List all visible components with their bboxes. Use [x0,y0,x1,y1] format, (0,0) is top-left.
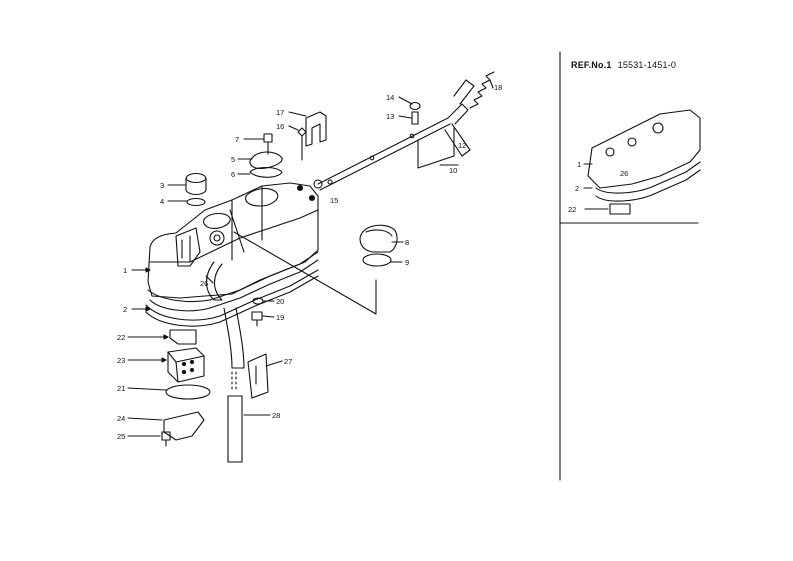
callout-9: 9 [405,258,409,267]
callout-14: 14 [386,93,394,102]
callout-23: 23 [117,356,125,365]
callout-13: 13 [386,112,394,121]
callout-2: 2 [123,305,127,314]
callout-16: 16 [276,122,284,131]
main-callout-labels: 1 2 3 4 5 6 7 8 9 10 12 13 14 15 16 17 1… [117,83,502,441]
callout-leaders [127,79,609,437]
callout-25: 25 [117,432,125,441]
breather-hose [223,307,245,463]
callout-10: 10 [449,166,457,175]
cover-gasket [145,269,319,327]
leader-oil-cap [233,231,377,315]
callout-20: 20 [276,297,284,306]
bolt-13 [411,111,419,125]
mount-22 [169,329,197,345]
leader-cover-hole [229,209,245,253]
callout-8: 8 [405,238,409,247]
lever-bracket [444,123,471,157]
callout-18: 18 [494,83,502,92]
nut-14 [409,101,421,111]
return-spring [469,71,495,109]
callout-26: 26 [200,279,208,288]
inset-cover-drawing [587,109,701,215]
element-23 [167,347,205,383]
callout-21: 21 [117,384,125,393]
bracket-17 [305,111,327,147]
callout-12: 12 [458,141,466,150]
ring-15 [313,179,323,189]
callout-5: 5 [231,155,235,164]
inset-callout-1: 1 [577,160,581,169]
oil-cap [359,224,398,253]
gasket-21 [165,384,211,400]
inset-callout-2: 2 [575,184,579,193]
decompression-shaft [317,79,475,191]
callout-7: 7 [235,135,239,144]
inset-callout-26: 26 [620,169,628,178]
cap-5 [249,151,283,169]
bolt-19 [251,311,263,327]
callout-3: 3 [160,181,164,190]
rocker-cover [147,182,319,312]
reference-label: REF.No.1 15531-1451-0 [571,60,676,70]
packing-6 [249,166,283,178]
callout-6: 6 [231,170,235,179]
oil-cap-oring [362,253,392,267]
reference-prefix: REF.No.1 [571,60,612,70]
callout-24: 24 [117,414,125,423]
bolt-16 [297,127,307,161]
bolt-25 [161,431,171,447]
callout-22: 22 [117,333,125,342]
callout-15: 15 [330,196,338,205]
bolt-7 [263,133,273,155]
callout-4: 4 [160,197,164,206]
callout-28: 28 [272,411,280,420]
cap-3 [185,172,207,196]
inset-callout-22: 22 [568,205,576,214]
reference-number: 15531-1451-0 [617,60,677,70]
callout-1: 1 [123,266,127,275]
callout-arrows [145,267,169,363]
callout-17: 17 [276,108,284,117]
breather-pipe [205,261,223,301]
inset-callout-labels: 1 2 22 26 [568,160,628,214]
clamp-27 [247,353,269,399]
callout-27: 27 [284,357,292,366]
washer-4 [186,197,206,207]
washer-20 [252,297,264,305]
shaft-brace [417,127,455,169]
callout-19: 19 [276,313,284,322]
